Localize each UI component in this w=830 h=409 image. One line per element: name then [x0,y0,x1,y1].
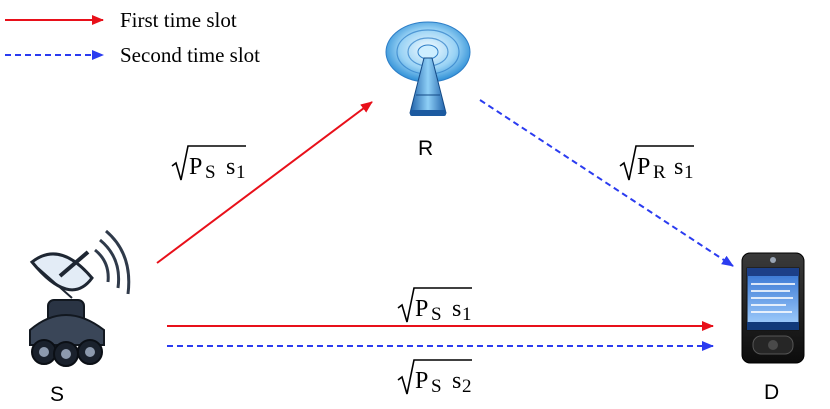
antenna-tower-icon [385,21,471,116]
source-label: S [50,383,64,406]
satellite-dish-icon [29,229,131,367]
label-r-to-d-root-sub: R [653,162,666,183]
label-s-to-r-root-sub: S [205,162,216,183]
label-s-to-d-first-root-sub: S [431,304,442,325]
arrow-s-to-r [156,101,373,264]
label-s-to-d-second-symbol-sub: 2 [462,376,472,397]
legend-first-label: First time slot [120,8,237,32]
label-r-to-d-root: P [637,154,650,180]
label-s-to-r-symbol: s [226,154,235,180]
label-r-to-d: P R s 1 [619,145,694,183]
destination-label: D [764,381,779,404]
label-s-to-d-second-root: P [415,368,428,394]
relay-label: R [418,137,433,160]
label-s-to-d-second-root-sub: S [431,376,442,397]
pda-phone-icon [741,252,805,364]
label-r-to-d-symbol: s [674,154,683,180]
label-s-to-d-first-root: P [415,296,428,322]
legend-second-label: Second time slot [120,43,260,67]
label-s-to-r: P S s 1 [171,145,246,183]
label-s-to-d-first-symbol-sub: 1 [462,304,472,325]
label-s-to-d-first: P S s 1 [397,287,472,325]
label-s-to-d-second-symbol: s [452,368,461,394]
arrow-r-to-d [479,99,734,267]
legend: First time slot Second time slot [5,8,260,67]
label-r-to-d-symbol-sub: 1 [684,162,694,183]
label-s-to-d-second: P S s 2 [397,359,472,397]
label-s-to-r-root: P [189,154,202,180]
label-s-to-r-symbol-sub: 1 [236,162,246,183]
label-s-to-d-first-symbol: s [452,296,461,322]
